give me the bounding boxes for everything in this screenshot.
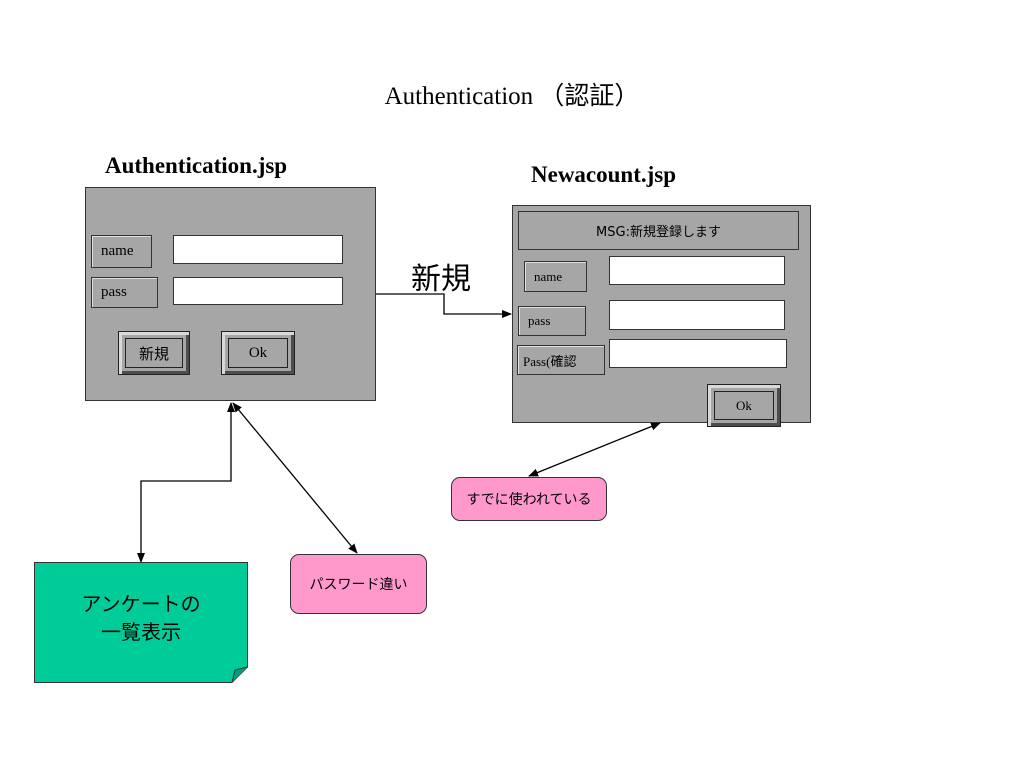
wrong-password-connector (232, 402, 358, 554)
new-account-connector (376, 293, 512, 318)
wrong-password-note: パスワード違い (290, 554, 427, 614)
newacount-name-input[interactable] (609, 256, 785, 285)
newacount-screen-heading: Newacount.jsp (531, 162, 677, 187)
newacount-name-label: name (524, 261, 587, 292)
already-used-note: すでに使われている (451, 477, 607, 521)
auth-screen-heading: Authentication.jsp (105, 153, 288, 178)
survey-list-note: アンケートの 一覧表示 (34, 590, 248, 646)
newacount-ok-button[interactable]: Ok (707, 384, 781, 427)
newacount-ok-button-label: Ok (714, 391, 774, 420)
already-used-connector (528, 422, 661, 477)
survey-list-note-line1: アンケートの (81, 592, 201, 616)
new-arrow-label: 新規 (411, 262, 471, 297)
page-title: Authentication （認証） (384, 83, 640, 110)
auth-ok-button[interactable]: Ok (221, 331, 295, 375)
newacount-pass-confirm-input[interactable] (609, 339, 787, 368)
survey-connector (137, 402, 235, 563)
auth-name-input[interactable] (173, 235, 343, 264)
newacount-pass-label: pass (518, 306, 586, 336)
auth-pass-label: pass (91, 277, 158, 308)
newacount-pass-input[interactable] (609, 300, 785, 330)
newacount-pass-confirm-label: Pass(確認 (517, 345, 605, 375)
auth-new-button-label: 新規 (125, 338, 183, 368)
auth-new-button[interactable]: 新規 (118, 331, 190, 375)
survey-list-note-line2: 一覧表示 (101, 620, 181, 644)
auth-ok-button-label: Ok (228, 338, 288, 368)
survey-list-note-shape (34, 562, 248, 683)
auth-name-label: name (91, 235, 152, 268)
newacount-message-bar: MSG:新規登録します (518, 211, 799, 250)
auth-pass-input[interactable] (173, 277, 343, 305)
